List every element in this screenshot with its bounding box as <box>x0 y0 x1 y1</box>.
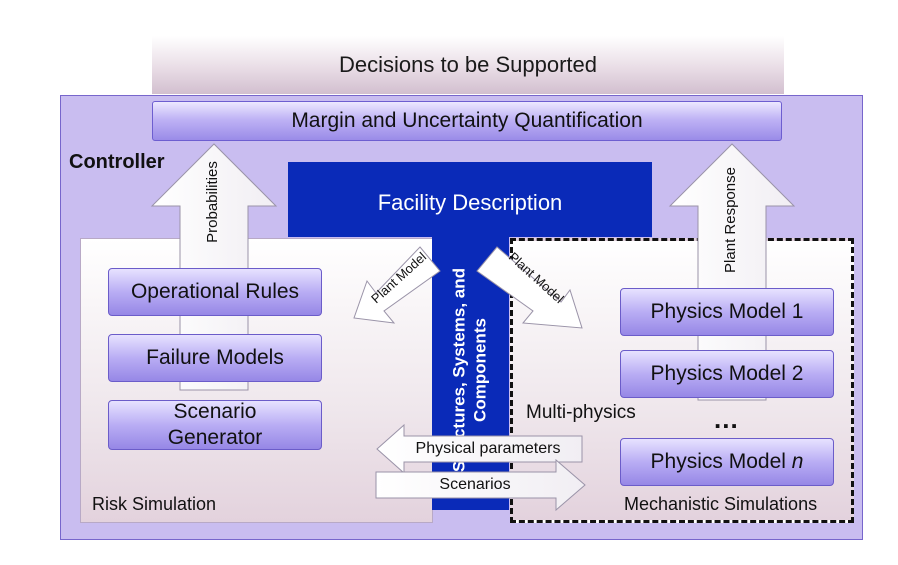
mechanistic-simulations-label: Mechanistic Simulations <box>624 494 818 514</box>
margin-uncertainty-box: Margin and Uncertainty Quantification <box>152 101 782 141</box>
failure-models-label: Failure Models <box>146 346 284 369</box>
plant-model-right-arrow <box>476 246 583 329</box>
plant-model-left-arrow <box>353 246 441 324</box>
physical-parameters-arrow <box>376 423 583 475</box>
scenarios-arrow <box>375 458 586 512</box>
ellipsis: ... <box>714 404 739 434</box>
scenario-generator-label: Scenario Generator <box>167 400 263 449</box>
operational-rules-label: Operational Rules <box>130 280 300 303</box>
facility-description-label: Facility Description <box>377 190 563 215</box>
facility-description-box: Facility Description <box>288 162 652 237</box>
physics-model-1-label: Physics Model 1 <box>650 300 804 323</box>
controller-label: Controller <box>69 151 165 173</box>
operational-rules-box: Operational Rules <box>108 268 322 316</box>
failure-models-box: Failure Models <box>108 334 322 382</box>
risk-simulation-label: Risk Simulation <box>92 494 217 514</box>
probabilities-label: Probabilities <box>204 161 221 243</box>
plant-response-label: Plant Response <box>722 167 739 273</box>
physics-model-2-label: Physics Model 2 <box>650 362 804 385</box>
scenarios-label: Scenarios <box>439 476 511 493</box>
physics-model-2-box: Physics Model 2 <box>620 350 834 398</box>
physics-model-n-italic: n <box>791 450 804 473</box>
multi-physics-label: Multi-physics <box>526 402 636 423</box>
physical-parameters-label: Physical parameters <box>415 440 561 457</box>
physics-model-n-box: Physics Model n <box>620 438 834 486</box>
physics-model-n-label: Physics Model n <box>651 449 804 475</box>
scenario-generator-box: Scenario Generator <box>108 400 322 450</box>
margin-uncertainty-label: Margin and Uncertainty Quantification <box>291 109 643 132</box>
decisions-label: Decisions to be Supported <box>338 52 598 77</box>
physics-model-n-prefix: Physics Model <box>650 450 792 473</box>
physics-model-1-box: Physics Model 1 <box>620 288 834 336</box>
decisions-box: Decisions to be Supported <box>152 36 784 94</box>
